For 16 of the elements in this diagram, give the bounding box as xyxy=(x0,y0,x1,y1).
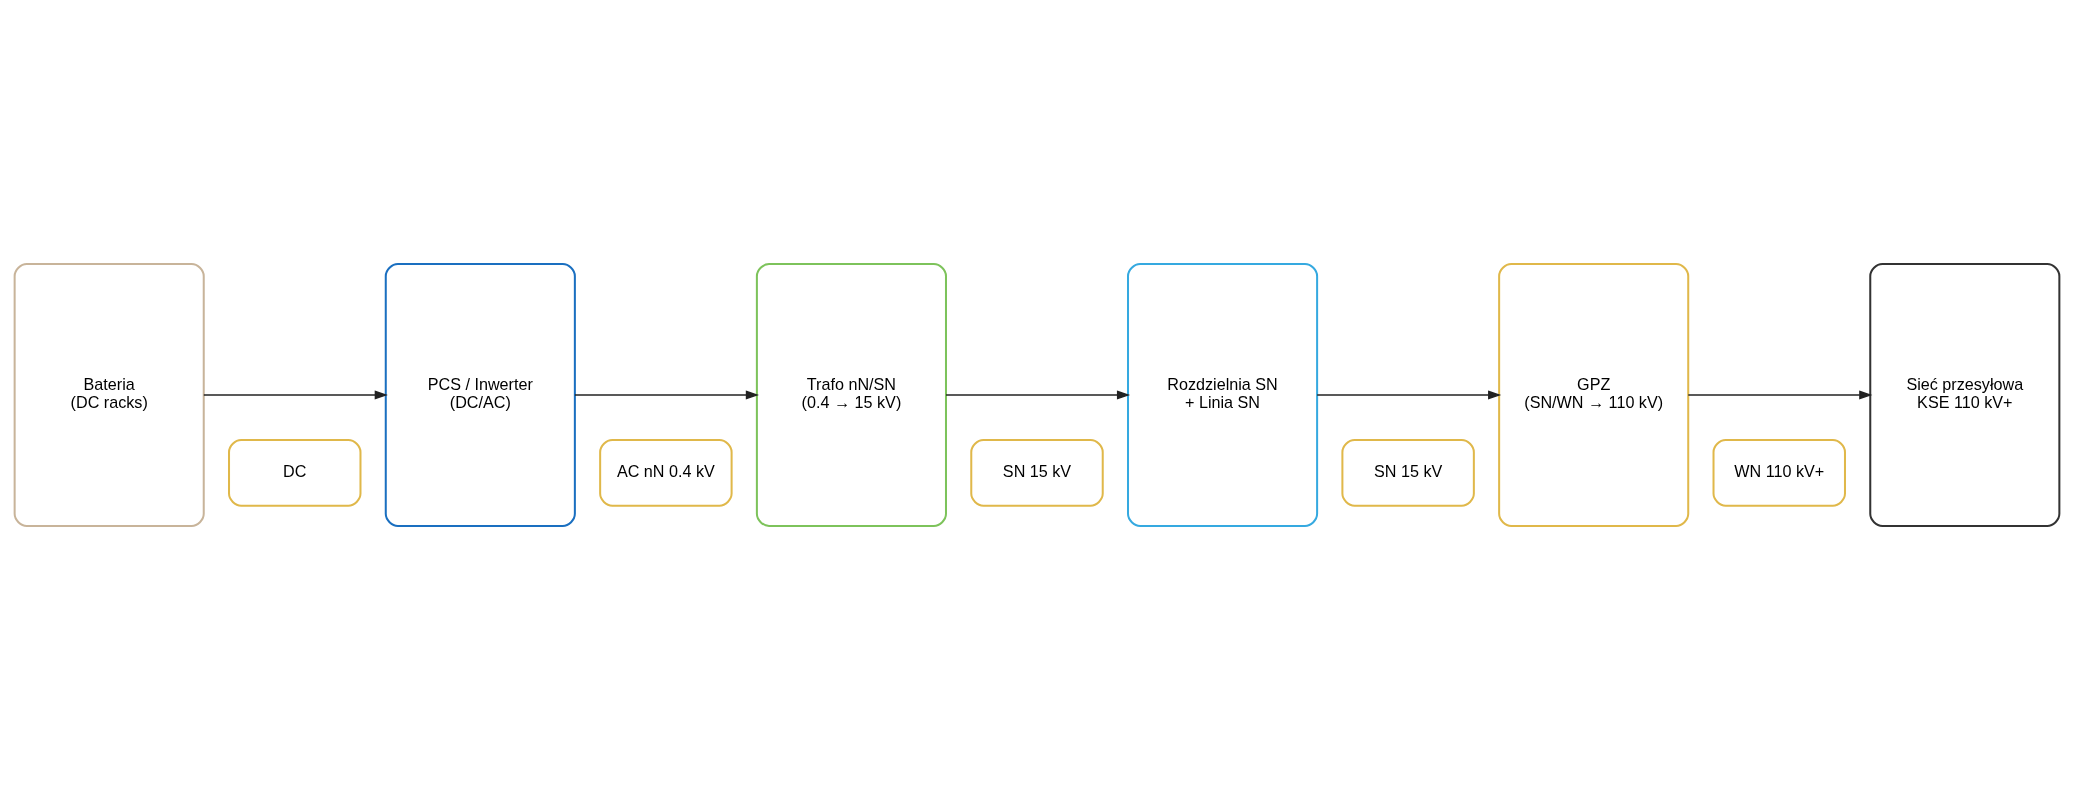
node-box: PCS / Inwerter (DC/AC) xyxy=(384,263,576,527)
node-box: GPZ (SN/WN → 110 kV) xyxy=(1498,263,1690,527)
node-box: SN 15 kV xyxy=(970,439,1104,507)
node-box: Bateria (DC racks) xyxy=(13,263,205,527)
node-box: DC xyxy=(228,439,362,507)
node-box: AC nN 0.4 kV xyxy=(599,439,733,507)
node-box: Sieć przesyłowa KSE 110 kV+ xyxy=(1869,263,2061,527)
arrow xyxy=(203,390,388,400)
node-box: Rozdzielnia SN + Linia SN xyxy=(1127,263,1319,527)
arrow xyxy=(574,390,759,400)
arrow xyxy=(1687,390,1873,400)
node-box: Trafo nN/SN (0.4 → 15 kV) xyxy=(755,263,947,527)
node-box: WN 110 kV+ xyxy=(1712,439,1846,507)
node-box: SN 15 kV xyxy=(1341,439,1475,507)
arrow xyxy=(945,390,1131,400)
arrow xyxy=(1316,390,1502,400)
